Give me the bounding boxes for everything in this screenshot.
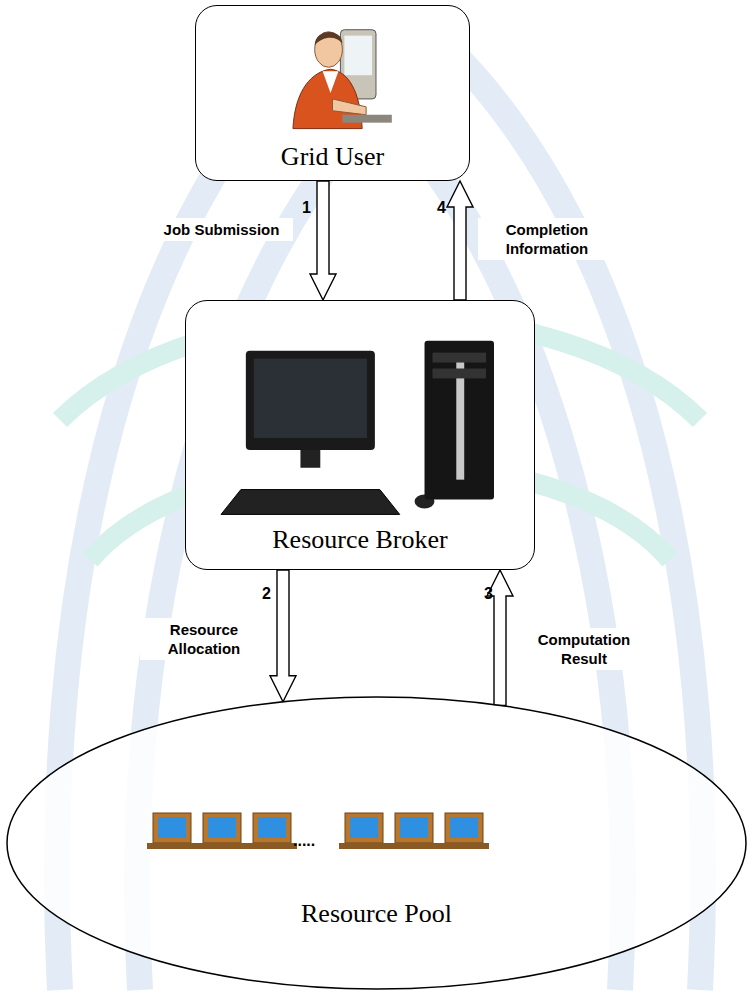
block-arrow — [447, 181, 473, 300]
node-title: Resource Pool — [5, 899, 748, 929]
callout-number: 3 — [484, 585, 493, 603]
callout-number: 2 — [262, 585, 271, 603]
arrow-label: Computation Result — [520, 628, 648, 670]
arrow-label: Completion Information — [478, 218, 616, 260]
callout-number: 4 — [437, 199, 446, 217]
block-arrow — [270, 570, 296, 702]
entity-box: Resource Broker — [185, 300, 535, 570]
pool-illustration — [5, 695, 748, 991]
entity-box: Grid User — [195, 5, 470, 181]
block-arrow — [310, 181, 336, 300]
ellipsis-dots: ..... — [293, 832, 315, 850]
node-title: Grid User — [196, 142, 469, 172]
arrow-label: Resource Allocation — [140, 618, 268, 660]
node-title: Resource Broker — [186, 525, 534, 555]
resource-pool-ellipse: Resource Pool — [5, 695, 748, 991]
callout-number: 1 — [302, 199, 311, 217]
arrow-label: Job Submission — [150, 218, 293, 241]
